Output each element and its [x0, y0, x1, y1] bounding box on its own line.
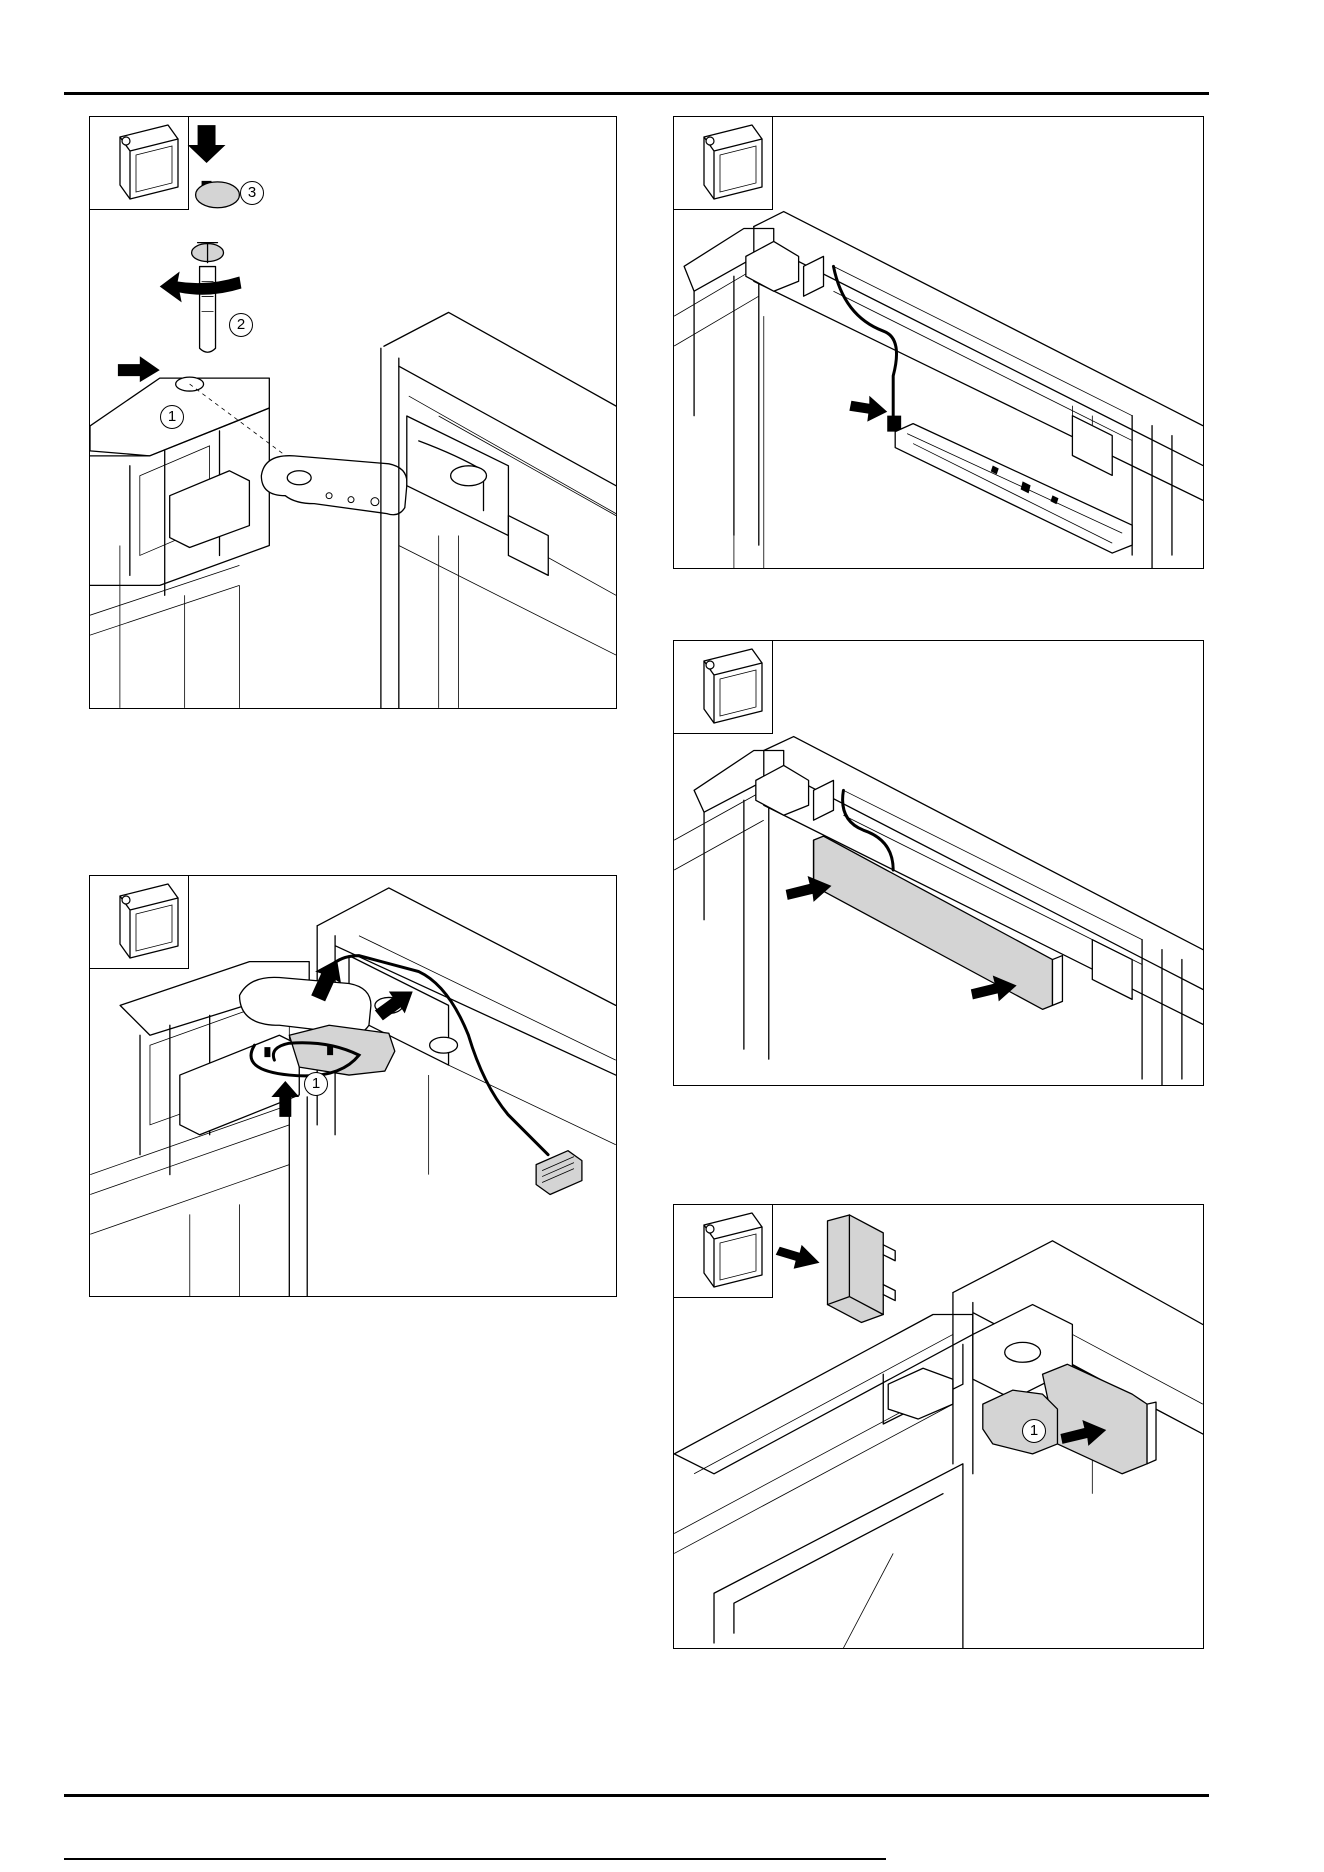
cable-plug-drawing — [674, 117, 1203, 568]
screw-shaft — [200, 267, 216, 353]
footer-rule — [64, 1794, 1209, 1797]
module-cover — [814, 836, 1053, 1009]
hinge-cap — [1043, 1364, 1148, 1474]
cover-slide-drawing — [674, 641, 1203, 1085]
connection-cable — [833, 266, 896, 415]
removed-cover-part — [828, 1215, 884, 1323]
callout-2: 2 — [229, 313, 253, 337]
push-arrow-icon — [849, 396, 887, 422]
figure-cover-slide — [673, 640, 1204, 1086]
hinge-cable-drawing — [90, 876, 616, 1296]
cover-cap — [196, 182, 240, 208]
figure-hinge-cable: 1 — [89, 875, 617, 1297]
cable-connector — [536, 1151, 582, 1195]
callout-3: 3 — [240, 181, 264, 205]
push-arrow-icon — [118, 356, 160, 382]
push-arrow-icon — [188, 125, 226, 163]
callout-1: 1 — [1022, 1419, 1046, 1443]
hinge-bracket — [261, 456, 407, 515]
footer-underline — [64, 1858, 886, 1860]
figure-cap-fit: 1 — [673, 1204, 1204, 1649]
cap-fit-drawing — [674, 1205, 1203, 1648]
header-rule — [64, 92, 1209, 95]
push-arrow-icon — [776, 1245, 820, 1269]
callout-1: 1 — [160, 405, 184, 429]
figure-cable-plug — [673, 116, 1204, 569]
figure-hinge-screw: 1 2 3 — [89, 116, 617, 709]
callout-1: 1 — [304, 1072, 328, 1096]
